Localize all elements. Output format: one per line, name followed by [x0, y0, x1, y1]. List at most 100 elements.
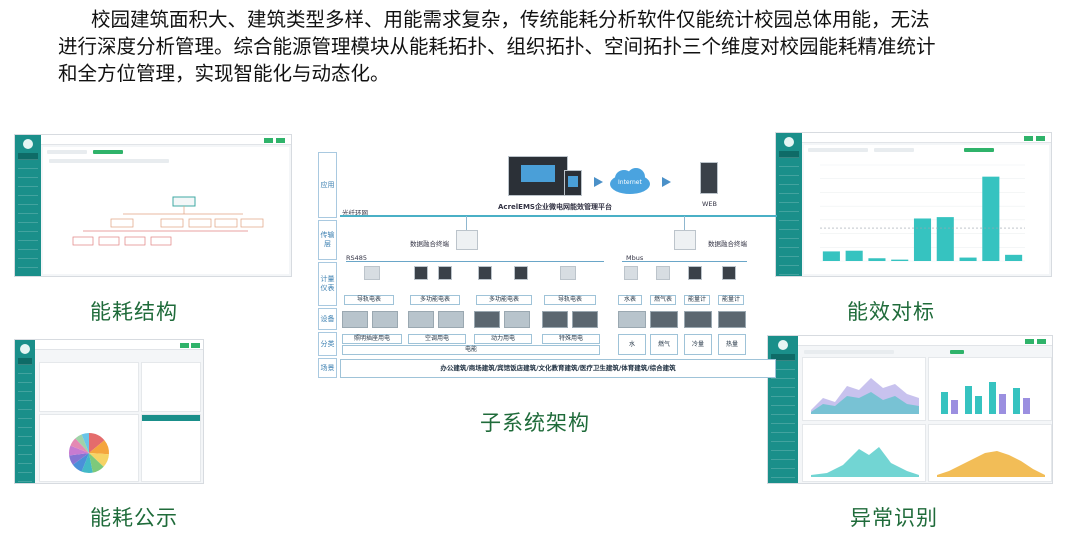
meter-device-2: [414, 266, 428, 280]
meter-label-4: 导轨电表: [544, 295, 596, 305]
anomaly-bar-chart: [941, 382, 1030, 414]
server-icon: [700, 162, 718, 194]
gateway-left-label: 数据融合终端: [410, 240, 449, 248]
caption-structure: 能耗结构: [90, 300, 178, 324]
meter-label-7: 能量计: [684, 295, 710, 305]
device-thumb-9: [618, 311, 646, 328]
energy-meter-device-1: [688, 266, 702, 280]
gas-meter-device: [656, 266, 670, 280]
bar-0: [822, 251, 840, 261]
category-water: 水: [618, 334, 646, 355]
structure-sidebar: [15, 135, 41, 276]
category-gas: 燃气: [650, 334, 678, 355]
pie-slice-9: [75, 434, 89, 453]
intro-line-3: 和全方位管理，实现智能化与动态化。: [58, 62, 390, 85]
app-logo-icon: [23, 139, 33, 149]
meter-label-2: 多功能电表: [410, 295, 460, 305]
device-thumb-8: [572, 311, 598, 328]
caption-benchmark: 能效对标: [847, 300, 935, 324]
energy-meter-device-2: [722, 266, 736, 280]
subsystem-architecture: 应用 传输层 计量仪表 设备 分类 场景 AcrelEMS企业微电网能效管理平台…: [312, 148, 777, 380]
pie-slice-6: [69, 453, 89, 465]
bar-1: [845, 250, 863, 261]
category-special: 特殊用电: [542, 334, 600, 344]
structure-tree-diagram: [72, 196, 264, 246]
device-thumb-3: [408, 311, 434, 328]
benchmark-screenshot: [775, 132, 1052, 277]
category-heat: 热量: [718, 334, 746, 355]
bar-4: [913, 218, 932, 261]
structure-screenshot: [14, 134, 292, 277]
meter-device-1: [364, 266, 380, 280]
bar-5: [936, 217, 954, 261]
gateway-right-label: 数据融合终端: [708, 240, 747, 248]
rs485-bus-line: [346, 261, 604, 262]
meter-label-3: 多功能电表: [476, 295, 532, 305]
bar-2: [868, 258, 886, 261]
fiber-ring-line: [340, 215, 777, 217]
meter-label-6: 燃气表: [650, 295, 676, 305]
anomaly-main: [800, 348, 1052, 482]
pie-slice-5: [72, 453, 89, 472]
category-power: 动力用电: [474, 334, 532, 344]
benchmark-main: [804, 145, 1049, 274]
mbus-bus-line: [622, 261, 747, 262]
benchmark-sidebar: [776, 133, 802, 276]
internet-label: Internet: [618, 179, 642, 186]
anomaly-screenshot: [767, 335, 1053, 484]
bar-3: [891, 259, 909, 261]
benchmark-topbar: [802, 133, 1051, 143]
intro-paragraph: 校园建筑面积大、建筑类型多样、用能需求复杂，传统能耗分析软件仅能统计校园总体用能…: [58, 6, 1058, 87]
mbus-label: Mbus: [626, 254, 644, 262]
structure-topbar: [41, 135, 291, 145]
category-lighting: 照明插座用电: [342, 334, 402, 344]
meter-device-6: [560, 266, 576, 280]
bar-6: [959, 257, 977, 261]
intro-line-1: 校园建筑面积大、建筑类型多样、用能需求复杂，传统能耗分析软件仅能统计校园总体用能…: [91, 8, 930, 31]
caption-publicity: 能耗公示: [90, 506, 178, 530]
web-label: WEB: [702, 200, 717, 208]
bar-8: [1005, 254, 1023, 261]
publicity-screenshot: [14, 339, 204, 484]
publicity-pie-chart: [69, 433, 109, 473]
benchmark-bar-chart: [820, 164, 1025, 262]
app-logo-icon: [784, 137, 794, 147]
pie-slice-8: [70, 438, 89, 453]
meter-device-5: [514, 266, 528, 280]
meter-label-8: 能量计: [718, 295, 744, 305]
device-thumb-5: [474, 311, 500, 328]
pie-slice-4: [81, 453, 93, 473]
anomaly-area-chart-2: [811, 447, 919, 477]
device-thumb-11: [684, 311, 712, 328]
layer-scene: 场景: [318, 358, 337, 378]
anomaly-area-chart-3: [937, 451, 1045, 477]
pie-slice-7: [69, 445, 89, 456]
cloud-icon: [610, 168, 650, 194]
gateway-left-device: [456, 230, 478, 250]
device-thumb-4: [438, 311, 464, 328]
caption-anomaly: 异常识别: [850, 506, 938, 530]
publicity-topbar: [35, 340, 203, 350]
arrow-right-icon: [594, 177, 603, 187]
layer-application: 应用: [318, 152, 337, 218]
pie-slice-10: [81, 433, 89, 453]
layer-device: 设备: [318, 308, 337, 330]
layer-category: 分类: [318, 332, 337, 356]
pie-slice-1: [89, 440, 109, 455]
scene-buildings: 办公建筑/商场建筑/宾馆饭店建筑/文化教育建筑/医疗卫生建筑/体育建筑/综合建筑: [340, 359, 776, 378]
water-meter-device: [624, 266, 638, 280]
app-logo-icon: [20, 344, 30, 354]
fiber-label: 光纤环网: [342, 209, 368, 217]
app-logo-icon: [778, 340, 788, 350]
publicity-main: [37, 352, 201, 482]
anomaly-topbar: [798, 336, 1052, 346]
monitor-device: [508, 156, 568, 196]
device-thumb-10: [650, 311, 678, 328]
device-thumb-1: [342, 311, 368, 328]
category-electricity: 电能: [342, 345, 600, 355]
layer-transport: 传输层: [318, 220, 337, 260]
caption-architecture: 子系统架构: [480, 411, 590, 435]
arrow-right-icon: [662, 177, 671, 187]
device-thumb-2: [372, 311, 398, 328]
tablet-device: [564, 170, 582, 196]
